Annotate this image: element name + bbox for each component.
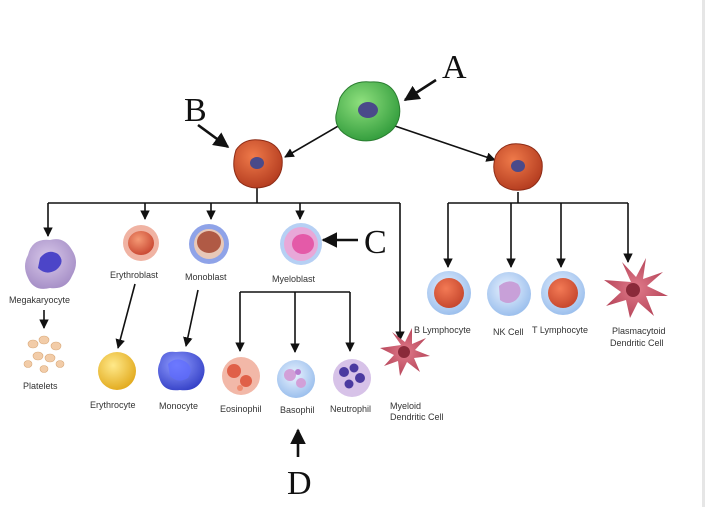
label-megakaryocyte: Megakaryocyte	[9, 295, 70, 305]
erythroblast-cell	[123, 225, 159, 261]
plasmacytoid-dendritic-cell	[604, 258, 668, 318]
label-eosinophil: Eosinophil	[220, 404, 262, 414]
label-erythrocyte: Erythrocyte	[90, 400, 136, 410]
nk-cell	[487, 272, 531, 316]
label-erythroblast: Erythroblast	[110, 270, 159, 280]
label-basophil: Basophil	[280, 405, 315, 415]
t-lymphocyte-cell	[541, 271, 585, 315]
label-myeloid-dendritic-line1: Myeloid	[390, 401, 421, 411]
right-edge-border	[702, 0, 705, 507]
letter-c: C	[364, 224, 387, 261]
arrow-to-erythrocyte	[115, 283, 136, 349]
myeloid-dendritic-cell	[380, 328, 430, 376]
monoblast-cell	[189, 224, 229, 264]
platelets-cluster	[23, 335, 65, 373]
label-b-lymphocyte: B Lymphocyte	[414, 325, 471, 335]
label-t-lymphocyte: T Lymphocyte	[532, 325, 588, 335]
pointer-arrow-a	[403, 78, 437, 102]
eosinophil-cell	[222, 357, 260, 395]
label-neutrophil: Neutrophil	[330, 404, 371, 414]
neutrophil-cell	[333, 359, 371, 397]
label-plasmacytoid-line2: Dendritic Cell	[610, 338, 664, 348]
label-myeloid-dendritic-line2: Dendritic Cell	[390, 412, 444, 422]
connector-lines	[39, 124, 633, 353]
label-plasmacytoid-line1: Plasmacytoid	[612, 326, 666, 336]
megakaryocyte-cell	[25, 239, 76, 289]
erythrocyte-cell	[98, 352, 136, 390]
letter-d: D	[287, 465, 312, 502]
letter-a: A	[442, 49, 467, 86]
label-myeloblast: Myeloblast	[272, 274, 316, 284]
pointer-arrow-b	[197, 123, 230, 149]
pointer-arrows	[197, 78, 437, 457]
arrow-stem-to-myeloid-progenitor	[284, 124, 341, 158]
label-nk-cell: NK Cell	[493, 327, 524, 337]
arrow-stem-to-lymphoid-progenitor	[391, 124, 496, 162]
arrow-to-monocyte	[183, 289, 199, 347]
monocyte-cell	[158, 351, 205, 391]
myeloblast-cell	[280, 223, 322, 265]
letter-b: B	[184, 92, 207, 129]
basophil-cell	[277, 360, 315, 398]
label-monocyte: Monocyte	[159, 401, 198, 411]
hematopoietic-stem-cell	[335, 81, 401, 142]
cell-labels: Megakaryocyte Platelets Erythroblast Ery…	[9, 270, 666, 422]
b-lymphocyte-cell	[427, 271, 471, 315]
label-monoblast: Monoblast	[185, 272, 227, 282]
label-platelets: Platelets	[23, 381, 58, 391]
common-myeloid-progenitor	[233, 139, 283, 189]
common-lymphoid-progenitor	[493, 143, 543, 191]
question-letters: A B C D	[184, 49, 467, 502]
